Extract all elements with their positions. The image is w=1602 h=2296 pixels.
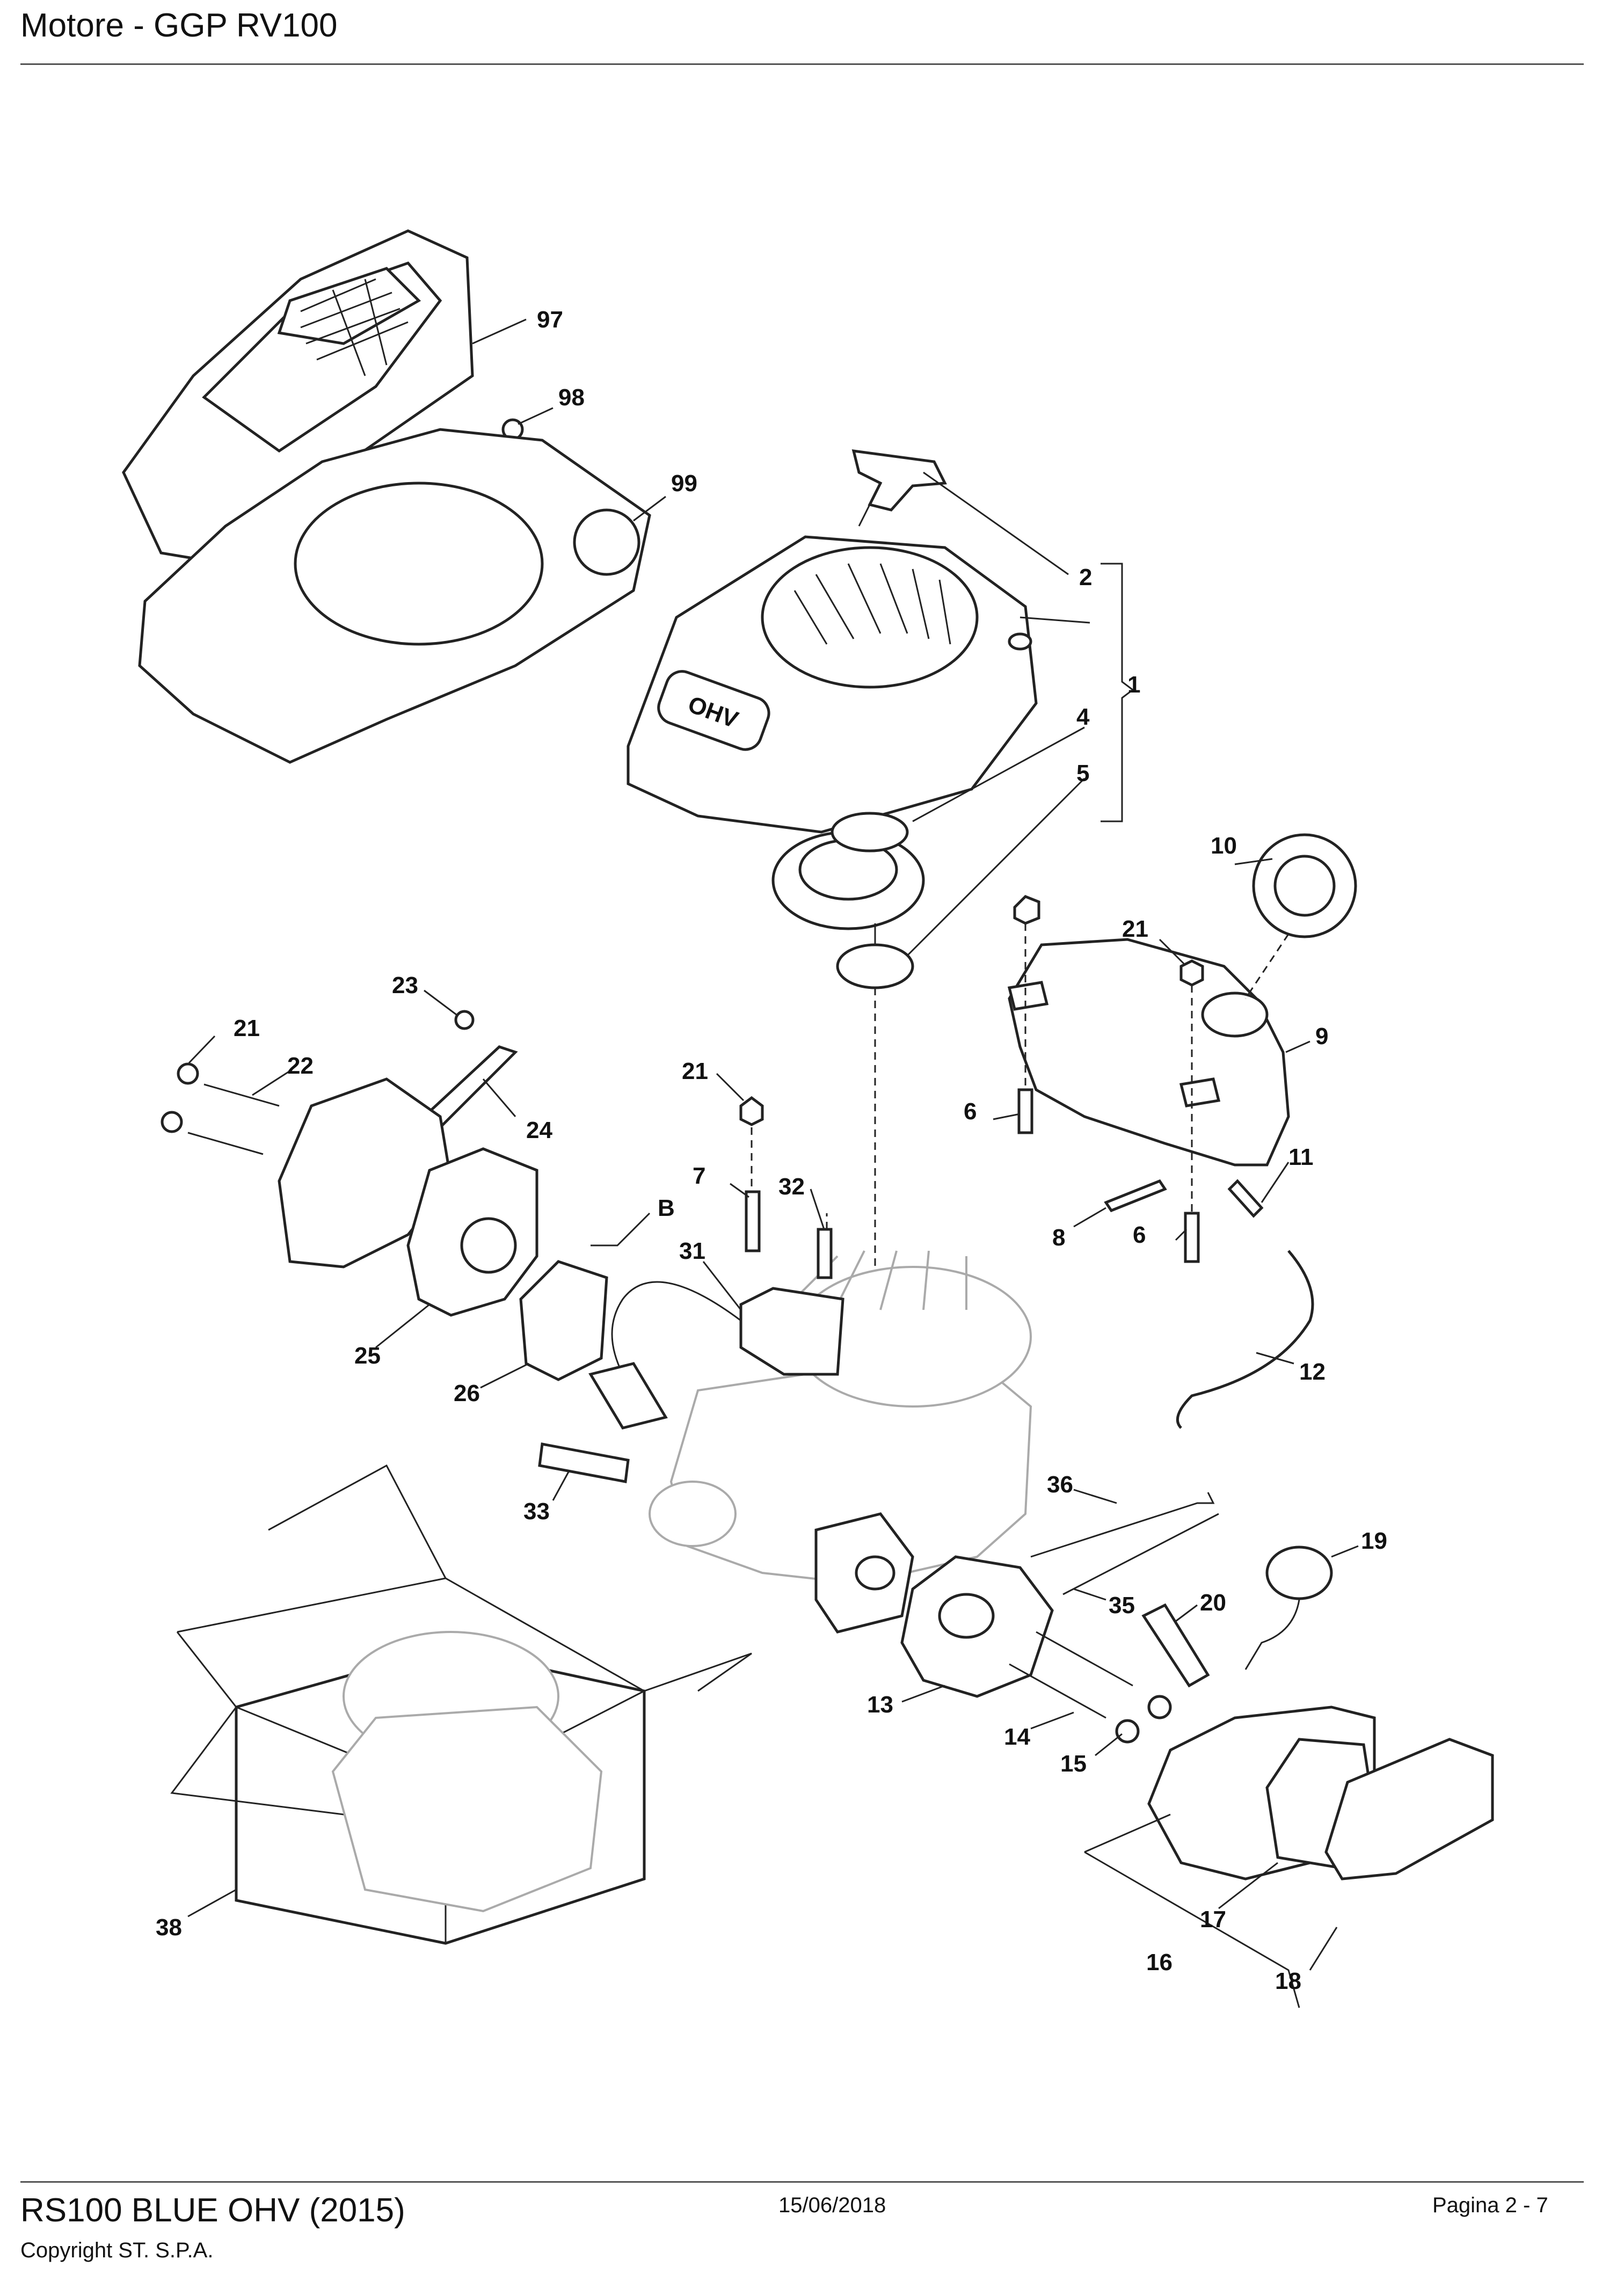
- label-4: 4: [1076, 704, 1090, 730]
- footer-model: RS100 BLUE OHV (2015): [20, 2192, 405, 2229]
- label-22: 22: [287, 1053, 314, 1079]
- label-18: 18: [1275, 1968, 1301, 1994]
- label-38: 38: [156, 1914, 182, 1941]
- governor-spring: [1062, 1513, 1219, 1595]
- label-98: 98: [558, 384, 585, 411]
- starter-pawl: [836, 923, 914, 989]
- label-21-engine: 21: [682, 1058, 708, 1084]
- fuel-fitting: [1227, 1179, 1264, 1218]
- label-12: 12: [1299, 1359, 1326, 1385]
- label-8: 8: [1052, 1224, 1065, 1251]
- label-17: 17: [1200, 1906, 1226, 1933]
- engine-bolt: [817, 1228, 833, 1279]
- cap-axis-line: [1244, 934, 1290, 999]
- label-6-left: 6: [964, 1098, 977, 1125]
- starter-pulley: [771, 812, 925, 930]
- engine-stud: [745, 1190, 761, 1252]
- stud-axis-lines: [751, 1127, 828, 1229]
- carb-stud-lower: [1009, 1663, 1106, 1719]
- label-13: 13: [867, 1692, 893, 1718]
- muffler-bolt-lower: [187, 1132, 264, 1155]
- label-31: 31: [679, 1238, 705, 1264]
- tank-stud-right: [1184, 1212, 1200, 1263]
- label-15: 15: [1060, 1751, 1087, 1777]
- label-23: 23: [392, 972, 418, 998]
- packaging-box: [170, 1464, 752, 1945]
- label-1: 1: [1127, 672, 1140, 698]
- label-5: 5: [1076, 760, 1089, 786]
- label-14: 14: [1004, 1724, 1030, 1750]
- label-99: 99: [671, 470, 697, 497]
- breather-tube: [1141, 1603, 1210, 1688]
- guard-nut-upper: [177, 1062, 199, 1085]
- engine-block: [649, 1250, 1032, 1585]
- label-36: 36: [1047, 1471, 1073, 1498]
- tank-stud-left: [1017, 1088, 1033, 1134]
- label-21-tank: 21: [1122, 916, 1148, 942]
- label-2: 2: [1079, 564, 1092, 591]
- ignition-coil: [588, 1281, 844, 1430]
- carb-stud-upper: [1036, 1631, 1133, 1687]
- page-title: Motore - GGP RV100: [20, 7, 338, 44]
- carburetor-gasket: [814, 1512, 914, 1634]
- label-19: 19: [1361, 1528, 1387, 1554]
- label-24: 24: [526, 1117, 552, 1143]
- label-6-right: 6: [1133, 1222, 1146, 1248]
- guard-nut-lower: [161, 1111, 183, 1133]
- footer-copyright: Copyright ST. S.P.A.: [20, 2239, 214, 2262]
- guard-screw: [454, 1010, 475, 1030]
- label-21-guard: 21: [234, 1015, 260, 1041]
- label-26: 26: [454, 1380, 480, 1406]
- carb-nut-upper: [1147, 1695, 1172, 1719]
- label-10: 10: [1211, 833, 1237, 859]
- fuel-tank: [1007, 938, 1290, 1167]
- label-B: B: [658, 1195, 675, 1221]
- fuel-cap: [1252, 833, 1357, 938]
- label-25: 25: [354, 1343, 381, 1369]
- tank-nut-right: [1179, 959, 1204, 987]
- carb-nut-lower: [1115, 1719, 1140, 1744]
- label-32: 32: [778, 1173, 805, 1200]
- muffler-gasket: [519, 1260, 608, 1381]
- header-divider: [20, 63, 1584, 65]
- spark-plug: [538, 1442, 630, 1483]
- muffler-bolt-upper: [203, 1083, 280, 1107]
- starter-cover: OHV: [627, 535, 1038, 834]
- footer-date: 15/06/2018: [778, 2193, 886, 2217]
- label-7: 7: [693, 1163, 705, 1189]
- engine-nut: [739, 1096, 764, 1126]
- label-20: 20: [1200, 1590, 1226, 1616]
- label-33: 33: [523, 1498, 550, 1525]
- footer-page-number: Pagina 2 - 7: [1432, 2193, 1548, 2217]
- carburetor: [900, 1555, 1054, 1698]
- shroud-base: [138, 428, 651, 764]
- label-35: 35: [1109, 1592, 1135, 1619]
- governor-rod: [1030, 1492, 1215, 1558]
- label-9: 9: [1315, 1023, 1328, 1049]
- tank-nut-left: [1013, 895, 1040, 925]
- air-filter-cover: [1324, 1738, 1494, 1880]
- muffler: [406, 1147, 538, 1317]
- fuel-hose: [1176, 1250, 1314, 1429]
- primer-bulb: [1244, 1546, 1333, 1670]
- starter-handle: [851, 449, 947, 527]
- label-11: 11: [1288, 1144, 1314, 1170]
- label-16: 16: [1146, 1949, 1173, 1976]
- leader-lines: [187, 318, 1359, 2008]
- label-97: 97: [537, 307, 563, 333]
- tank-bolt: [1104, 1179, 1167, 1213]
- footer-divider: [20, 2181, 1584, 2183]
